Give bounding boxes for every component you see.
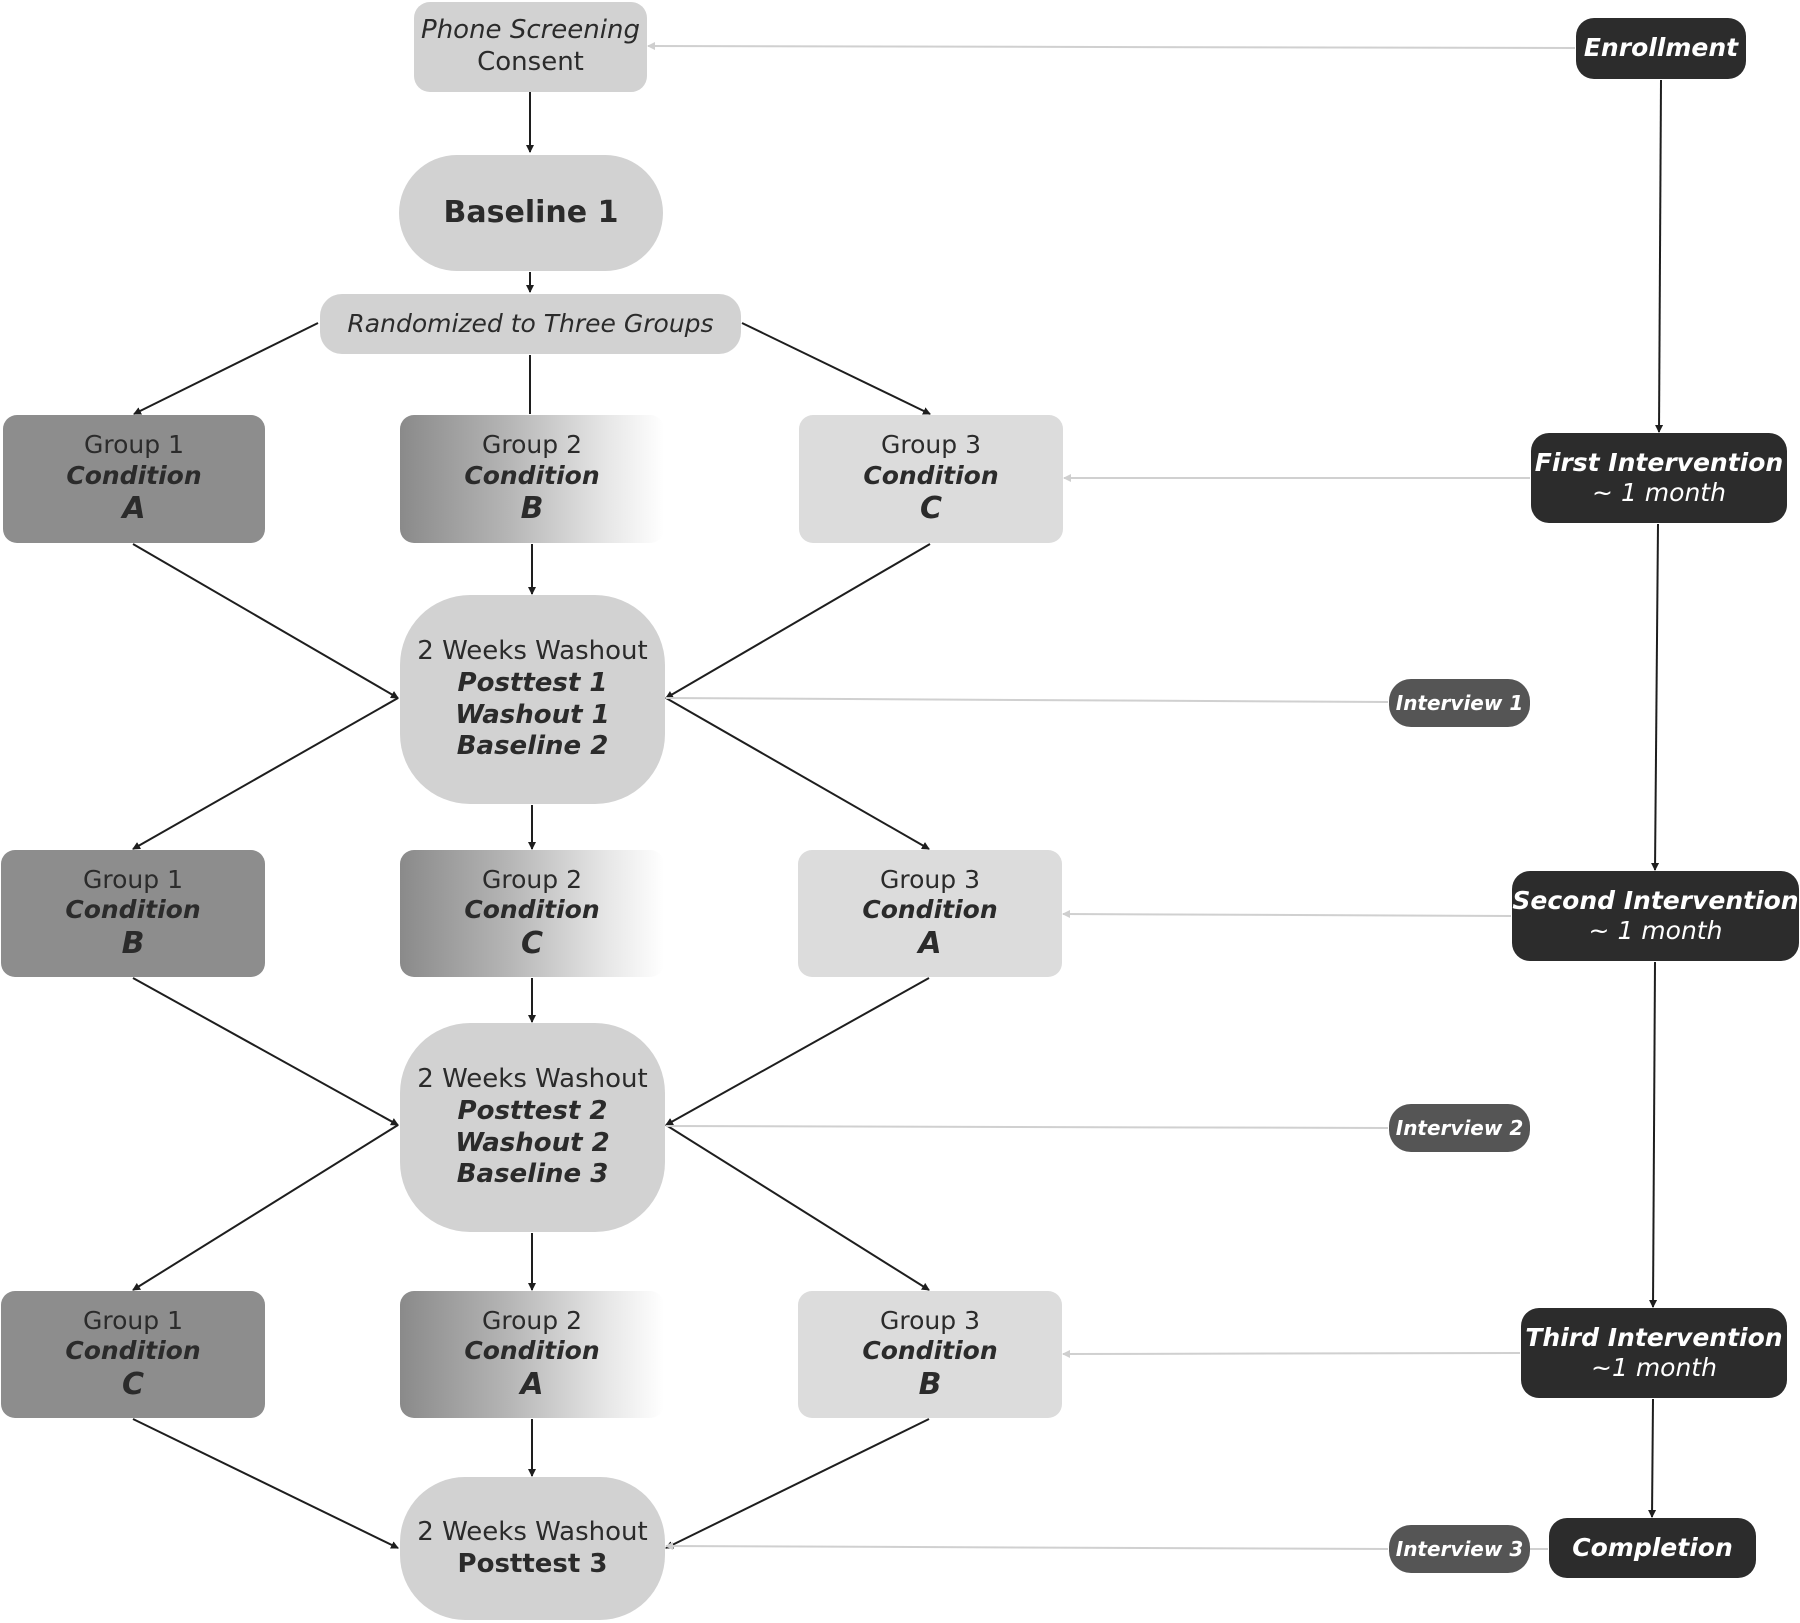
r2-group2-letter: C bbox=[520, 925, 544, 961]
r1-group3-box: Group 3 Condition C bbox=[799, 415, 1063, 543]
interview2-label: Interview 2 bbox=[1395, 1115, 1524, 1140]
r2-group2-box: Group 2 Condition C bbox=[400, 850, 664, 977]
first-intervention-title: First Intervention bbox=[1534, 447, 1784, 477]
r1-group2-label: Group 2 bbox=[482, 430, 582, 460]
washout3-title: 2 Weeks Washout bbox=[417, 1516, 648, 1547]
r3-group2-condition: Condition bbox=[464, 1336, 600, 1366]
baseline1-box: Baseline 1 bbox=[399, 155, 663, 271]
first-intervention-duration: ~ 1 month bbox=[1592, 478, 1726, 507]
connector-enrollment-to-consent bbox=[647, 42, 1576, 51]
r3-group1-letter: C bbox=[121, 1366, 145, 1402]
connector-third-to-r3-group3 bbox=[1062, 1349, 1521, 1358]
r2-group2-condition: Condition bbox=[464, 895, 600, 925]
connector-interview3-to-washout3 bbox=[665, 1542, 1389, 1551]
arrow-second-to-third bbox=[1649, 961, 1658, 1308]
first-intervention-box: First Intervention ~ 1 month bbox=[1531, 433, 1787, 523]
arrow-washout2-to-r3-group3 bbox=[665, 1124, 930, 1291]
interview1-label: Interview 1 bbox=[1395, 690, 1524, 715]
arrow-first-to-second bbox=[1651, 523, 1660, 871]
arrow-randomized-to-r1-group3 bbox=[741, 322, 931, 415]
r1-group3-label: Group 3 bbox=[881, 430, 981, 460]
r1-group1-box: Group 1 Condition A bbox=[3, 415, 265, 543]
washout1-title: 2 Weeks Washout bbox=[417, 636, 648, 667]
r3-group2-letter: A bbox=[520, 1366, 544, 1402]
r3-group1-box: Group 1 Condition C bbox=[1, 1291, 265, 1418]
washout3-box: 2 Weeks Washout Posttest 3 bbox=[400, 1477, 665, 1620]
baseline3-label: Baseline 3 bbox=[456, 1159, 609, 1190]
phone-screening-consent-box: Phone Screening Consent bbox=[414, 2, 647, 92]
r1-group3-letter: C bbox=[919, 491, 943, 527]
washout1-label: Washout 1 bbox=[455, 699, 610, 730]
third-intervention-duration: ~1 month bbox=[1591, 1353, 1717, 1382]
second-intervention-title: Second Intervention bbox=[1512, 885, 1799, 915]
r3-group1-label: Group 1 bbox=[83, 1305, 183, 1335]
r3-group1-condition: Condition bbox=[65, 1336, 201, 1366]
washout2-label: Washout 2 bbox=[455, 1127, 610, 1158]
r2-group1-condition: Condition bbox=[65, 895, 201, 925]
r2-group1-letter: B bbox=[121, 925, 145, 961]
r2-group1-box: Group 1 Condition B bbox=[1, 850, 265, 977]
r1-group2-letter: B bbox=[520, 491, 544, 527]
washout1-box: 2 Weeks Washout Posttest 1 Washout 1 Bas… bbox=[400, 595, 665, 804]
connector-second-to-r2-group3 bbox=[1062, 910, 1512, 919]
r2-group3-label: Group 3 bbox=[880, 864, 980, 894]
enrollment-label: Enrollment bbox=[1583, 33, 1739, 63]
r1-group2-condition: Condition bbox=[464, 460, 600, 490]
r3-group3-box: Group 3 Condition B bbox=[798, 1291, 1062, 1418]
r3-group3-condition: Condition bbox=[862, 1336, 998, 1366]
interview1-box: Interview 1 bbox=[1389, 679, 1530, 727]
arrow-r3-group1-to-washout3 bbox=[132, 1418, 399, 1549]
r1-group3-condition: Condition bbox=[863, 460, 999, 490]
connector-interview2-to-washout2 bbox=[665, 1125, 1389, 1129]
r3-group2-box: Group 2 Condition A bbox=[400, 1291, 664, 1418]
randomized-box: Randomized to Three Groups bbox=[320, 294, 741, 354]
arrow-r2-group3-to-washout2 bbox=[665, 977, 930, 1126]
r1-group1-label: Group 1 bbox=[84, 430, 184, 460]
enrollment-box: Enrollment bbox=[1576, 18, 1746, 79]
arrow-third-to-completion bbox=[1648, 1398, 1657, 1518]
r2-group2-label: Group 2 bbox=[482, 864, 582, 894]
arrow-randomized-to-r1-group1 bbox=[133, 322, 319, 415]
r1-group1-condition: Condition bbox=[66, 460, 202, 490]
second-intervention-duration: ~ 1 month bbox=[1588, 916, 1723, 945]
arrow-washout1-to-r2-group1 bbox=[132, 697, 399, 850]
washout2-box: 2 Weeks Washout Posttest 2 Washout 2 Bas… bbox=[400, 1023, 665, 1232]
interview3-label: Interview 3 bbox=[1395, 1536, 1524, 1561]
arrow-enrollment-to-first bbox=[1655, 79, 1664, 433]
r2-group3-letter: A bbox=[918, 925, 942, 961]
baseline1-label: Baseline 1 bbox=[443, 194, 619, 230]
completion-box: Completion bbox=[1549, 1518, 1756, 1578]
r2-group3-box: Group 3 Condition A bbox=[798, 850, 1062, 977]
arrow-washout1-to-r2-group3 bbox=[665, 697, 930, 850]
posttest2-label: Posttest 2 bbox=[457, 1095, 608, 1126]
third-intervention-box: Third Intervention ~1 month bbox=[1521, 1308, 1787, 1398]
arrow-r3-group3-to-washout3 bbox=[665, 1418, 930, 1549]
phone-screening-label: Phone Screening bbox=[421, 15, 640, 46]
arrow-r1-group3-to-washout1 bbox=[665, 543, 931, 699]
third-intervention-title: Third Intervention bbox=[1525, 1322, 1783, 1352]
completion-label: Completion bbox=[1572, 1532, 1733, 1562]
interview2-box: Interview 2 bbox=[1389, 1104, 1530, 1152]
r2-group3-condition: Condition bbox=[862, 895, 998, 925]
r1-group2-box: Group 2 Condition B bbox=[400, 415, 664, 543]
washout2-title: 2 Weeks Washout bbox=[417, 1064, 648, 1095]
r1-group1-letter: A bbox=[122, 491, 146, 527]
arrow-r2-group1-to-washout2 bbox=[132, 977, 399, 1126]
connector-interview1-to-washout1 bbox=[665, 697, 1389, 703]
posttest3-label: Posttest 3 bbox=[457, 1548, 608, 1579]
r3-group2-label: Group 2 bbox=[482, 1305, 582, 1335]
arrow-r1-group1-to-washout1 bbox=[132, 543, 399, 699]
r3-group3-label: Group 3 bbox=[880, 1305, 980, 1335]
arrow-washout2-to-r3-group1 bbox=[132, 1124, 399, 1291]
interview3-box: Interview 3 bbox=[1389, 1525, 1530, 1573]
posttest1-label: Posttest 1 bbox=[457, 667, 608, 698]
r3-group3-letter: B bbox=[918, 1366, 942, 1402]
baseline2-label: Baseline 2 bbox=[456, 731, 609, 762]
consent-label: Consent bbox=[477, 47, 584, 77]
second-intervention-box: Second Intervention ~ 1 month bbox=[1512, 871, 1799, 961]
randomized-label: Randomized to Three Groups bbox=[347, 308, 714, 338]
r2-group1-label: Group 1 bbox=[83, 864, 183, 894]
